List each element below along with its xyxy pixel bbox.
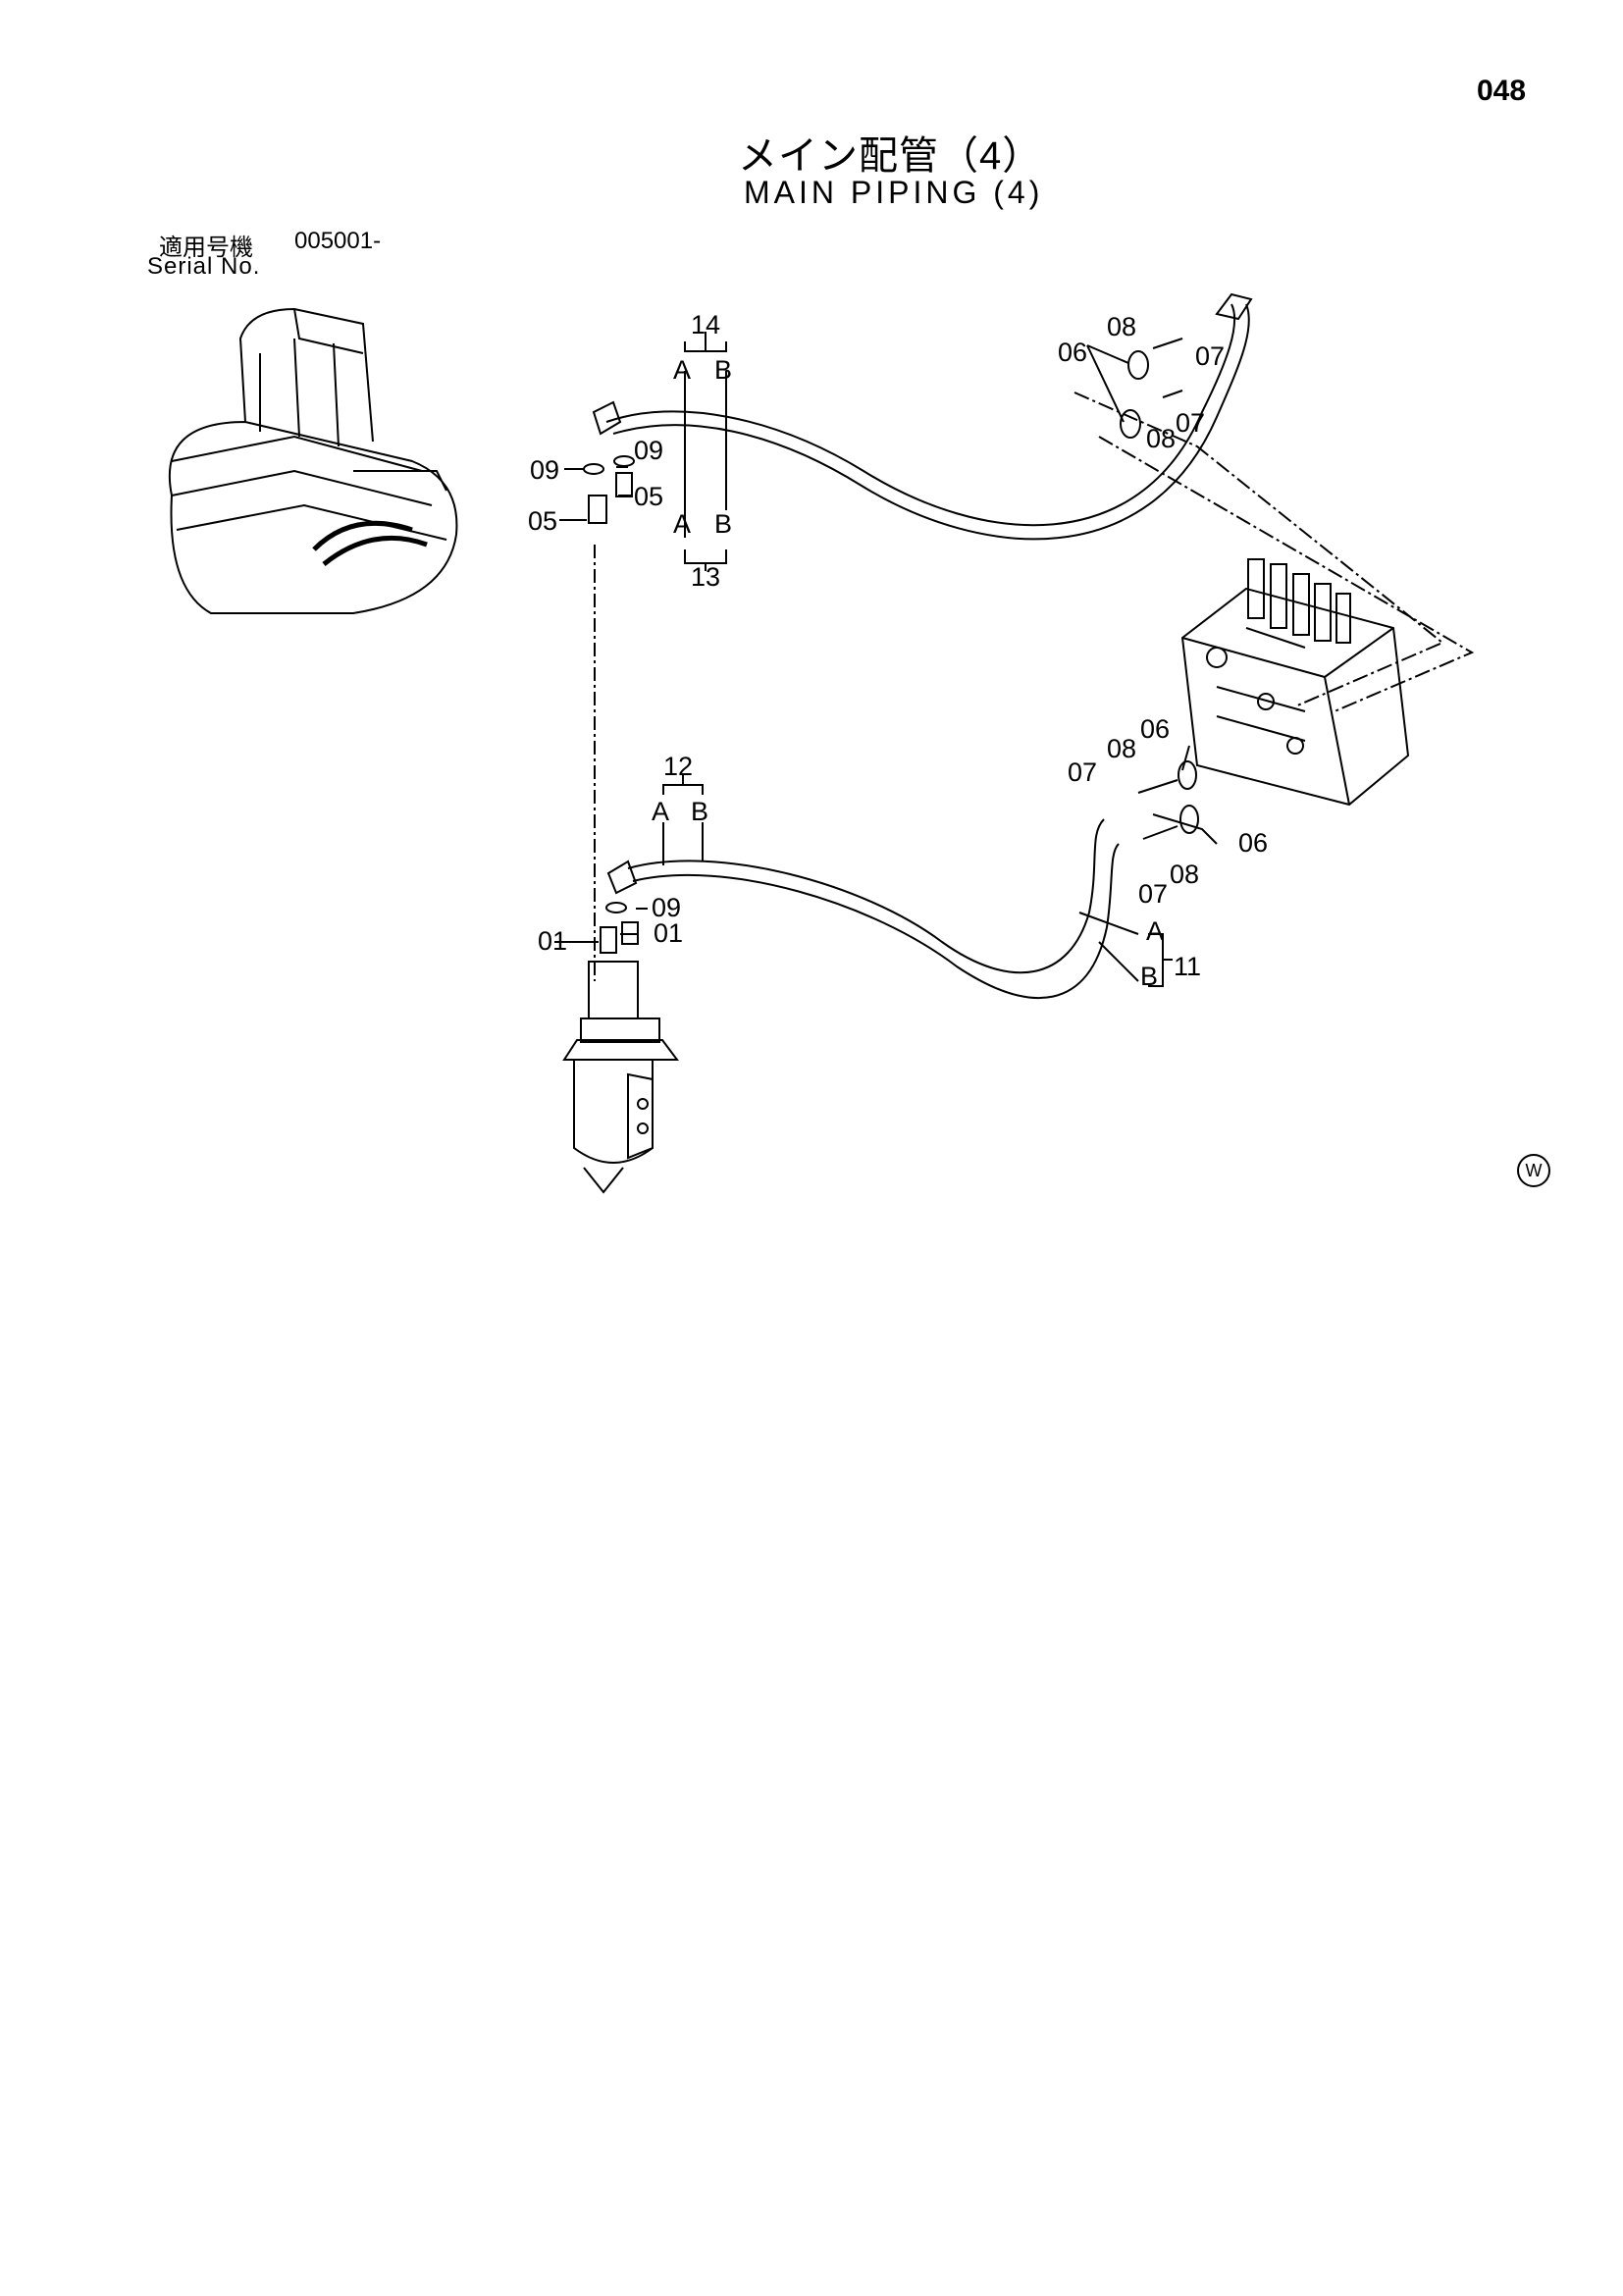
flange-06-upper-a — [1127, 350, 1149, 380]
callout-08-mid: 08 — [1107, 734, 1136, 763]
callout-05-upper-right: 05 — [634, 482, 663, 511]
oring-09-upper-right — [613, 455, 635, 467]
center-joint-illustration — [562, 961, 679, 1194]
flange-06-upper-b — [1120, 409, 1141, 439]
page-title-japanese: メイン配管（4） — [738, 134, 1043, 178]
oring-09-lower — [605, 902, 627, 913]
callout-06-lower: 06 — [1238, 828, 1268, 858]
excavator-overview-illustration — [168, 307, 458, 614]
flange-06-lower-b — [1179, 805, 1199, 834]
callout-a-lower: A — [652, 797, 669, 826]
control-valve-illustration — [1180, 558, 1410, 807]
callout-08-lower: 08 — [1170, 860, 1199, 889]
callout-07-mid: 07 — [1068, 757, 1097, 787]
callout-b-lower: B — [691, 797, 708, 826]
page-title-english: MAIN PIPING (4) — [744, 175, 1044, 210]
hose-upper-b — [612, 303, 1250, 541]
adapter-05-upper-right — [615, 472, 633, 497]
serial-label-japanese: 適用号機 — [159, 235, 253, 261]
callout-07-upper: 07 — [1176, 408, 1205, 438]
callout-01-right: 01 — [654, 918, 683, 948]
adapter-01-left — [600, 926, 617, 954]
callout-09-upper-right: 09 — [634, 436, 663, 465]
callout-05-upper-left: 05 — [528, 506, 557, 536]
adapter-05-upper-left — [588, 495, 607, 524]
callout-08-top: 08 — [1107, 312, 1136, 341]
hose-lower-a — [627, 818, 1105, 974]
oring-09-upper-left — [583, 463, 604, 475]
page-number: 048 — [1477, 75, 1527, 107]
callout-12: 12 — [663, 752, 693, 781]
callout-08-upper: 08 — [1146, 424, 1176, 453]
callout-06-top: 06 — [1058, 338, 1087, 367]
serial-number-code: 005001- — [294, 228, 382, 254]
callout-06-mid: 06 — [1140, 714, 1170, 744]
hose-lower-b — [632, 843, 1120, 999]
serial-label-english: Serial No. — [147, 253, 261, 280]
callout-13: 13 — [691, 562, 720, 592]
callout-b-right: B — [1140, 962, 1158, 991]
callout-a-upper: A — [673, 355, 691, 385]
callout-b-upper: B — [714, 355, 732, 385]
callout-09-lower: 09 — [652, 893, 681, 922]
callout-11: 11 — [1174, 952, 1201, 981]
leader-line-lower — [1098, 436, 1475, 712]
callout-a-mid: A — [673, 509, 691, 539]
callout-07-top: 07 — [1195, 341, 1225, 371]
callout-01-left: 01 — [538, 926, 567, 956]
callout-07-lower: 07 — [1138, 879, 1168, 909]
circled-w-mark: W — [1517, 1154, 1550, 1187]
leader-line-upper — [1073, 391, 1444, 707]
callout-labels: 14 A B A B 13 09 09 05 05 12 A B 09 01 0… — [528, 310, 1268, 991]
callout-b-mid: B — [714, 509, 732, 539]
callout-09-upper-left: 09 — [530, 455, 559, 485]
callout-14: 14 — [691, 310, 720, 339]
flange-06-lower-a — [1178, 760, 1197, 790]
callout-a-right: A — [1146, 916, 1164, 946]
